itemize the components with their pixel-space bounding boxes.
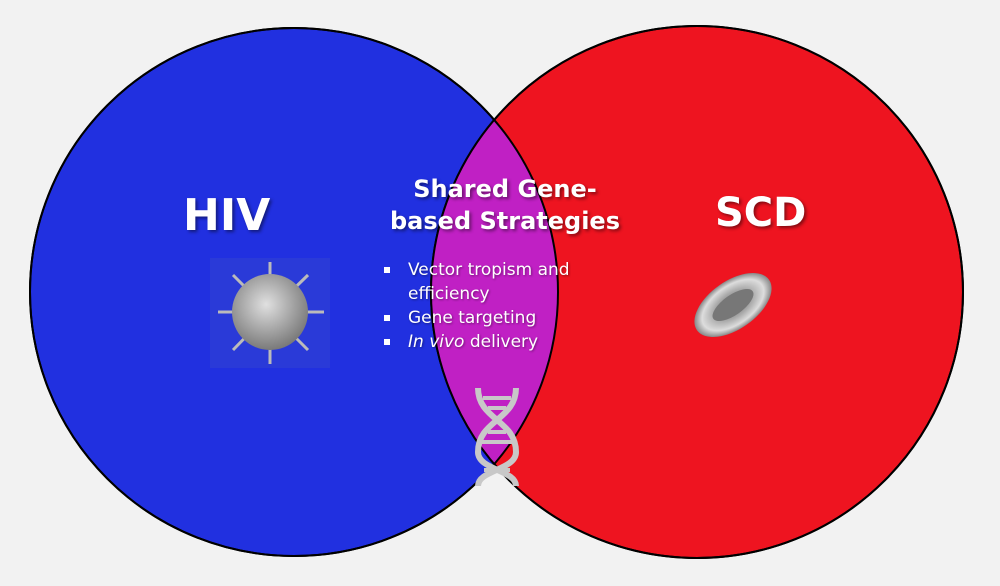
- shared-strategies-title: Shared Gene- based Strategies: [385, 173, 625, 237]
- list-item: Gene targeting: [384, 306, 624, 330]
- dna-icon: [474, 387, 520, 487]
- red-blood-cell-icon: [694, 273, 772, 337]
- item-text: efficiency: [408, 284, 490, 304]
- list-item: Vector tropism and efficiency: [384, 258, 624, 306]
- virus-icon: [210, 258, 330, 368]
- item-text: Vector tropism and: [408, 260, 570, 280]
- hiv-label: HIV: [183, 190, 271, 241]
- title-line-1: Shared Gene-: [413, 175, 597, 203]
- item-text: Gene targeting: [408, 308, 537, 328]
- item-italic: In vivo: [408, 332, 465, 352]
- item-text: delivery: [464, 332, 539, 352]
- strategies-list: Vector tropism and efficiency Gene target…: [384, 258, 624, 354]
- list-item: In vivo delivery: [384, 330, 624, 354]
- scd-label: SCD: [715, 190, 807, 236]
- title-line-2: based Strategies: [390, 207, 620, 235]
